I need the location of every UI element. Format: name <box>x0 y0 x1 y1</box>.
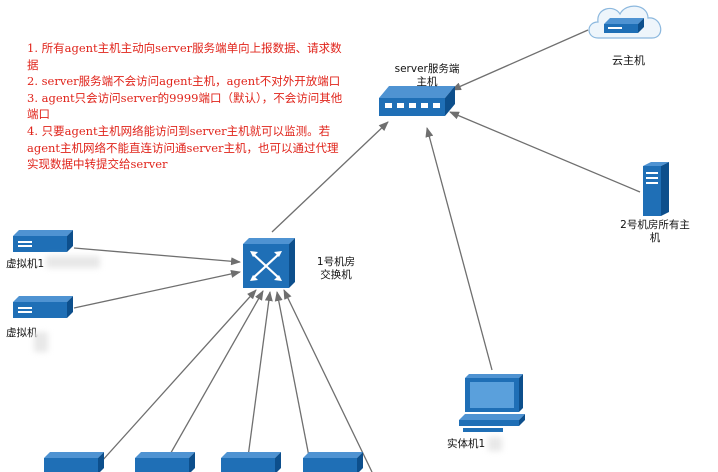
rack-server-icon <box>221 452 281 472</box>
vm1-label: 虚拟机1 <box>6 258 45 270</box>
arrow-physical-to-server <box>425 127 493 371</box>
cloud-node <box>586 0 666 48</box>
cloud-server-icon <box>588 5 662 39</box>
server-label: server服务端主机 <box>394 63 460 88</box>
bottom-host-node <box>44 450 106 472</box>
arrow-host2-to-switch <box>159 290 264 472</box>
vm2-label: 虚拟机 <box>6 327 38 339</box>
note-item: 3. agent只会访问server的9999端口（默认），不会访问其他端口 <box>27 90 343 122</box>
bottom-host-node <box>221 450 283 472</box>
bottom-host-node <box>303 450 365 472</box>
switch-label: 1号机房交换机 <box>316 256 356 281</box>
arrow-host5-to-switch <box>283 289 373 472</box>
note-item: 2. server服务端不会访问agent主机，agent不对外开放端口 <box>27 74 341 89</box>
switch-node <box>243 234 299 294</box>
rack-server-icon <box>135 452 195 472</box>
network-hub-icon <box>379 86 455 116</box>
note-item: 4. 只要agent主机网络能访问到server主机就可以监测。若agent主机… <box>27 123 339 172</box>
blurred-region <box>46 256 100 268</box>
server-node <box>375 82 457 128</box>
bottom-host-node <box>135 450 197 472</box>
vm2-node <box>13 294 75 324</box>
physical-label: 实体机1 <box>447 438 486 450</box>
arrow-host3-to-switch <box>245 291 273 472</box>
tower-server-icon <box>643 162 669 216</box>
arrow-room2-to-server <box>449 111 641 193</box>
notes-list: 1. 所有agent主机主动向server服务端单向上报数据、请求数据 2. s… <box>27 40 347 173</box>
cloud-label: 云主机 <box>612 54 645 67</box>
rack-server-icon <box>13 230 73 252</box>
rack-server-icon <box>44 452 104 472</box>
room2-label: 2号机房所有主机 <box>620 219 690 244</box>
blurred-region <box>488 437 502 451</box>
arrow-host4-to-switch <box>274 291 313 472</box>
arrow-vm1-to-switch <box>73 247 241 266</box>
note-item: 1. 所有agent主机主动向server服务端单向上报数据、请求数据 <box>27 41 342 72</box>
room2-node <box>641 160 671 222</box>
arrow-vm2-to-switch <box>73 269 241 309</box>
arrow-cloud-to-server <box>451 29 589 91</box>
arrow-switch-to-server <box>271 121 389 233</box>
physical-node <box>455 372 531 438</box>
switch-icon <box>243 238 295 288</box>
rack-server-icon <box>13 296 73 318</box>
blurred-region <box>34 332 48 352</box>
arrow-host1-to-switch <box>91 289 257 472</box>
rack-server-icon <box>303 452 363 472</box>
vm1-node <box>13 228 75 258</box>
workstation-icon <box>459 374 525 432</box>
